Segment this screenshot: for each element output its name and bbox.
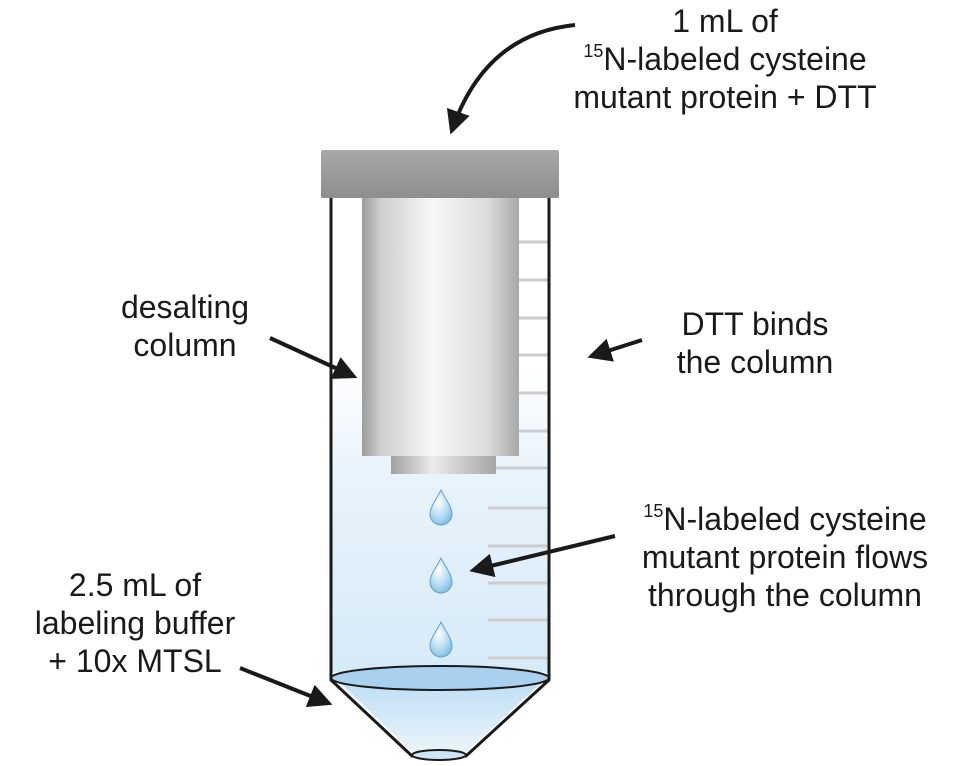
column-label: desalting column [95,288,275,364]
drop-3 [429,620,453,658]
tube-bottom-tip [411,749,467,761]
flow-label-line3: through the column [648,577,922,613]
drop-1 [429,488,453,526]
flow-label: 15N-labeled cysteine mutant protein flow… [610,500,960,614]
sample-label: 1 mL of 15N-labeled cysteine mutant prot… [545,2,905,116]
isotope-superscript: 15 [583,41,604,61]
isotope-superscript: 15 [643,501,664,521]
dtt-arrow [587,338,643,362]
buffer-label-line2: labeling buffer [34,605,236,641]
buffer-label: 2.5 mL of labeling buffer + 10x MTSL [0,566,270,680]
column-label-line1: desalting [120,289,250,325]
cone-liquid [333,676,549,752]
flow-label-line2: mutant protein flows [641,539,929,575]
buffer-label-line1: 2.5 mL of [68,567,202,603]
desalting-column-body [362,198,519,456]
column-cap [321,150,559,198]
buffer-arrow [239,666,333,708]
column-label-line2: column [133,327,237,363]
sample-label-line3: mutant protein + DTT [573,79,877,115]
sample-arrow [446,23,576,135]
dtt-label: DTT binds the column [650,305,860,381]
drop-2 [429,556,453,594]
sample-label-line2: 15N-labeled cysteine [583,41,867,77]
dtt-label-line1: DTT binds [681,306,829,342]
column-arrow [269,336,358,379]
flow-arrow [469,534,616,578]
dtt-label-line2: the column [676,344,834,380]
flow-label-line1: 15N-labeled cysteine [643,501,927,537]
buffer-label-line3: + 10x MTSL [48,643,222,679]
desalting-column-tip [391,456,496,474]
sample-label-line1: 1 mL of [672,3,778,39]
liquid-surface [330,665,550,691]
